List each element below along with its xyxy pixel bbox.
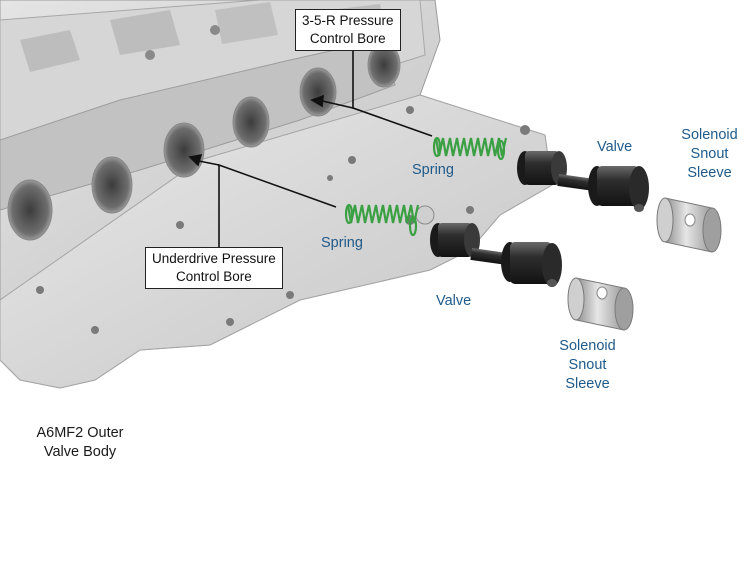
label-sleeve-lower: Solenoid Snout Sleeve (550, 337, 625, 394)
label-valve-upper: Valve (597, 139, 633, 155)
caption-line2: Valve Body (43, 444, 117, 460)
valve-lower (430, 223, 562, 287)
label-sleeve-lower-line1: Solenoid (559, 338, 616, 354)
label-sleeve-lower-line2: Snout (568, 357, 607, 373)
label-spring-lower: Spring (321, 235, 363, 251)
callout-arrows (188, 48, 433, 248)
callout-35r-line2: Control Bore (309, 31, 386, 46)
sleeve-upper (656, 197, 722, 253)
callout-underdrive-bore: Underdrive Pressure Control Bore (145, 247, 283, 289)
spring-upper (432, 136, 508, 161)
callout-underdrive-line2: Control Bore (176, 269, 252, 284)
valve-upper (517, 151, 649, 212)
label-sleeve-upper: Solenoid Snout Sleeve (672, 126, 747, 183)
callout-underdrive-line1: Underdrive Pressure (152, 251, 276, 266)
label-sleeve-upper-line3: Sleeve (687, 165, 732, 181)
caption-line1: A6MF2 Outer (36, 425, 124, 441)
label-valve-lower: Valve (436, 293, 472, 309)
spring-lower (344, 203, 420, 237)
figure-caption: A6MF2 Outer Valve Body (20, 424, 140, 462)
label-sleeve-lower-line3: Sleeve (565, 376, 610, 392)
callout-35r-line1: 3-5-R Pressure (302, 13, 394, 28)
label-sleeve-upper-line1: Solenoid (681, 127, 738, 143)
label-spring-upper: Spring (412, 162, 454, 178)
sleeve-lower (567, 277, 634, 331)
label-sleeve-upper-line2: Snout (690, 146, 729, 162)
valve-body-casting (0, 0, 553, 389)
callout-35r-bore: 3-5-R Pressure Control Bore (295, 9, 401, 51)
